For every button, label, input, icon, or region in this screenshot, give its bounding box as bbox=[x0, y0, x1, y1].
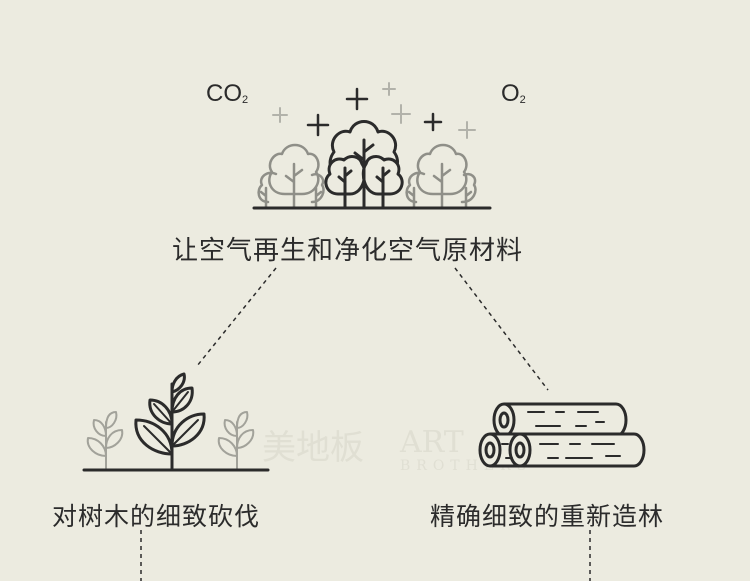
o2-label: O2 bbox=[501, 80, 526, 107]
connector-right bbox=[454, 267, 549, 391]
logs-icon bbox=[478, 402, 646, 468]
top-label: 让空气再生和净化空气原材料 bbox=[172, 236, 524, 266]
left-label: 对树木的细致砍伐 bbox=[52, 502, 261, 531]
watermark-cn: 美地板 bbox=[262, 428, 364, 468]
co2-label: CO2 bbox=[206, 80, 249, 107]
watermark-en-1: ART bbox=[400, 425, 464, 460]
right-label: 精确细致的重新造林 bbox=[430, 502, 665, 531]
connector-left bbox=[196, 267, 277, 367]
seedling-icon bbox=[82, 372, 270, 472]
forest-icon bbox=[252, 82, 492, 210]
